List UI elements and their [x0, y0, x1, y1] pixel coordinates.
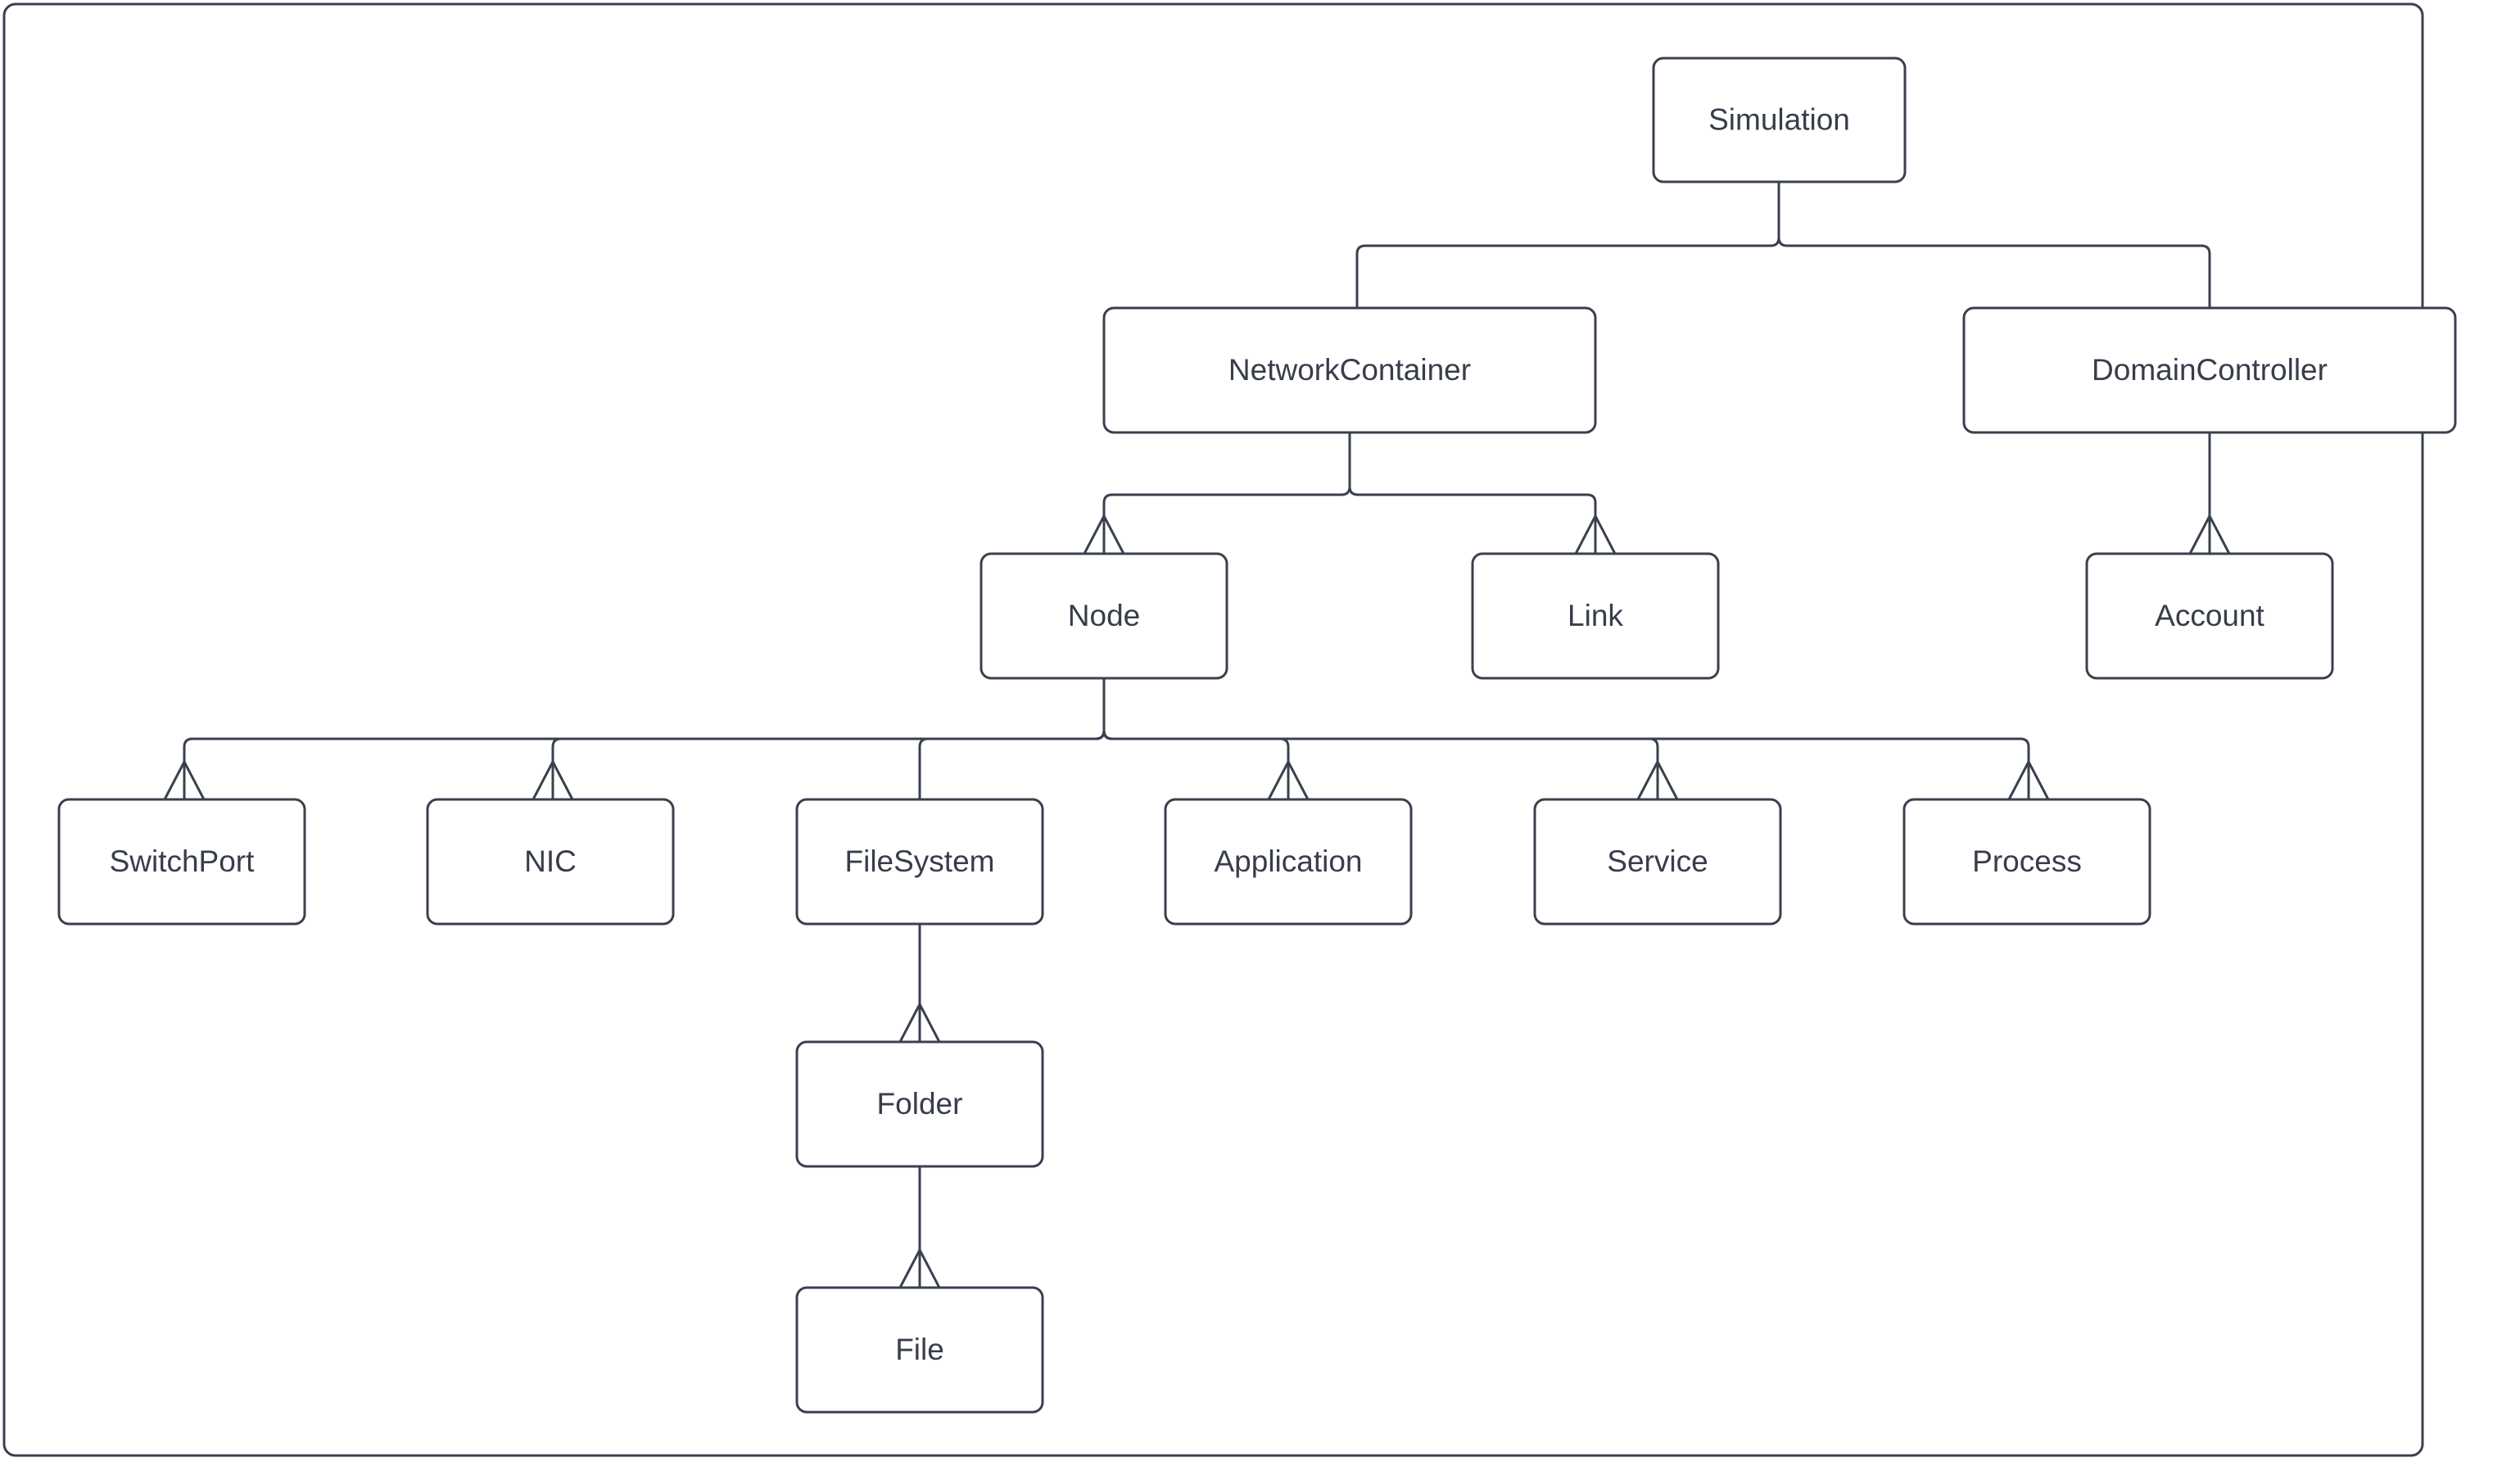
arrow-account-icon	[2188, 513, 2231, 555]
class-box-filesystem[interactable]: FileSystem	[795, 798, 1044, 926]
connector-route-node-nic	[551, 730, 1106, 799]
connector-route-nc-link	[1348, 432, 1597, 554]
class-box-file-rect[interactable]	[795, 1286, 1044, 1414]
connector-route-sim-dc	[1777, 182, 2211, 308]
class-box-account[interactable]: Account	[2085, 552, 2334, 680]
connector-route-node-app	[1102, 730, 1290, 799]
class-box-account-rect[interactable]	[2085, 552, 2334, 680]
class-box-folder-label: Folder	[877, 1087, 963, 1121]
class-box-account-label: Account	[2155, 599, 2264, 632]
class-box-folder-rect[interactable]	[795, 1040, 1044, 1168]
generalization-arrowheads-layer	[163, 513, 2231, 1288]
class-box-networkcontainer-label: NetworkContainer	[1228, 353, 1471, 387]
class-box-link-label: Link	[1568, 599, 1623, 632]
connector-route-node-svc	[1102, 730, 1659, 799]
arrow-folder-icon	[898, 1001, 941, 1043]
class-box-domaincontroller-rect[interactable]	[1962, 306, 2457, 434]
class-box-file[interactable]: File	[795, 1286, 1044, 1414]
class-box-link[interactable]: Link	[1471, 552, 1720, 680]
arrow-process-icon	[2007, 758, 2050, 800]
diagram-frame	[2, 2, 2424, 1457]
class-box-service[interactable]: Service	[1533, 798, 1782, 926]
class-box-application[interactable]: Application	[1164, 798, 1413, 926]
class-box-service-rect[interactable]	[1533, 798, 1782, 926]
class-box-folder[interactable]: Folder	[795, 1040, 1044, 1168]
class-box-nic[interactable]: NIC	[426, 798, 675, 926]
class-box-process[interactable]: Process	[1902, 798, 2151, 926]
class-box-simulation[interactable]: Simulation	[1652, 57, 1907, 183]
class-box-switchport[interactable]: SwitchPort	[57, 798, 306, 926]
class-box-application-rect[interactable]	[1164, 798, 1413, 926]
class-box-switchport-label: SwitchPort	[110, 844, 256, 878]
arrow-link-icon	[1574, 513, 1617, 555]
arrow-nic-icon	[532, 758, 574, 800]
class-box-networkcontainer[interactable]: NetworkContainer	[1102, 306, 1597, 434]
arrow-service-icon	[1636, 758, 1679, 800]
class-box-nic-rect[interactable]	[426, 798, 675, 926]
class-box-file-label: File	[895, 1333, 944, 1366]
arrow-file-icon	[898, 1247, 941, 1288]
connector-route-sim-bus	[1355, 182, 1780, 308]
connector-route-node-fs	[918, 730, 1106, 799]
class-box-simulation-label: Simulation	[1708, 102, 1850, 136]
arrow-application-icon	[1267, 758, 1310, 800]
class-box-nic-label: NIC	[524, 844, 577, 878]
class-box-node[interactable]: Node	[979, 552, 1228, 680]
class-box-service-label: Service	[1607, 844, 1708, 878]
class-box-process-label: Process	[1972, 844, 2082, 878]
connector-route-nc-node	[1102, 432, 1351, 554]
class-box-link-rect[interactable]	[1471, 552, 1720, 680]
class-box-process-rect[interactable]	[1902, 798, 2151, 926]
class-box-application-label: Application	[1214, 844, 1362, 878]
connector-lines-layer	[183, 182, 2211, 1288]
class-box-switchport-rect[interactable]	[57, 798, 306, 926]
class-box-simulation-rect[interactable]	[1652, 57, 1907, 183]
arrow-node-icon	[1083, 513, 1125, 555]
connector-route-node-prc	[1102, 730, 2030, 799]
class-box-filesystem-rect[interactable]	[795, 798, 1044, 926]
class-box-node-label: Node	[1068, 599, 1140, 632]
class-box-domaincontroller[interactable]: DomainController	[1962, 306, 2457, 434]
class-box-filesystem-label: FileSystem	[845, 844, 995, 878]
arrow-switchport-icon	[163, 758, 206, 800]
class-box-domaincontroller-label: DomainController	[2092, 353, 2328, 387]
class-box-node-rect[interactable]	[979, 552, 1228, 680]
class-box-networkcontainer-rect[interactable]	[1102, 306, 1597, 434]
